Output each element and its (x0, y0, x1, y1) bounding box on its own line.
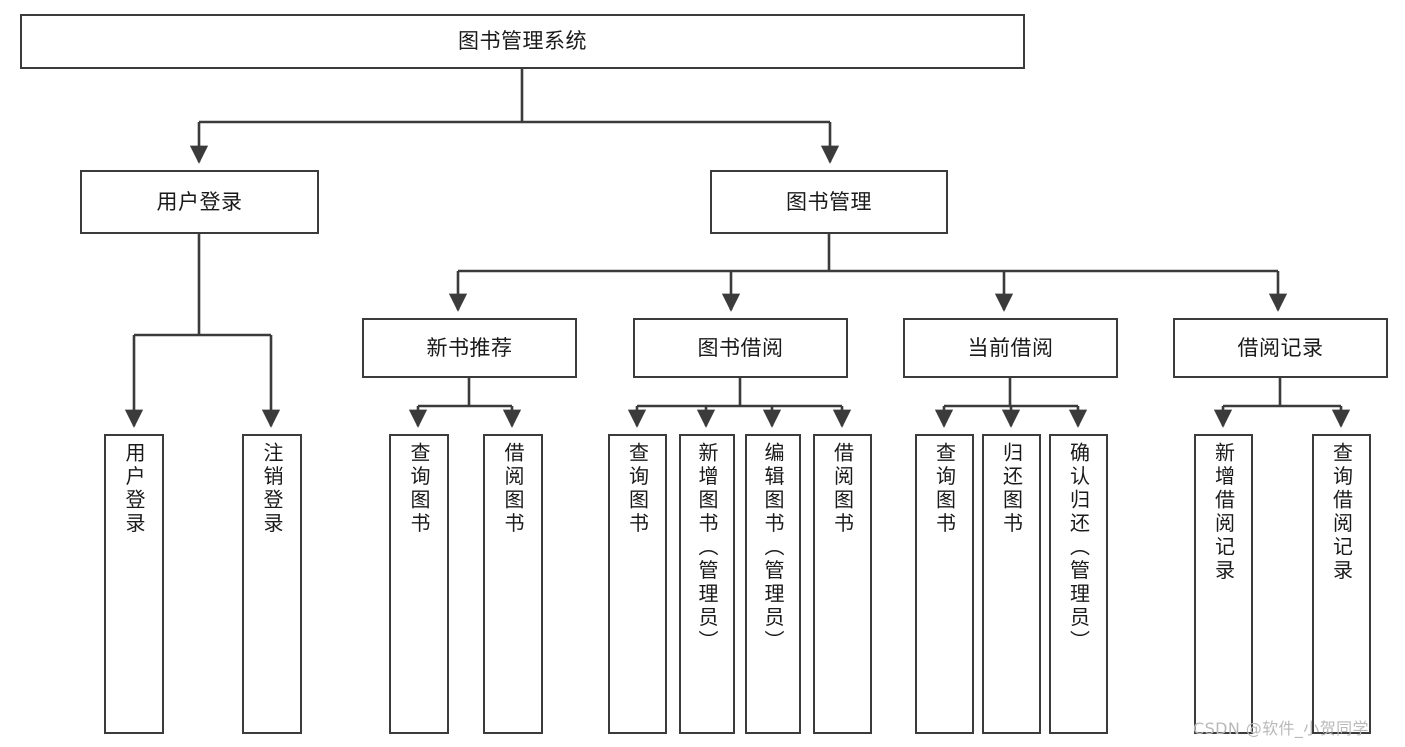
node-label: 查询借阅记录 (1329, 442, 1354, 583)
node-label: 查询图书 (625, 442, 650, 536)
node-label: 查询图书 (932, 442, 957, 536)
leaf-query-book-2[interactable]: 查询图书 (608, 434, 667, 734)
leaf-user-login[interactable]: 用户登录 (104, 434, 164, 734)
node-label: 借阅图书 (830, 442, 855, 536)
node-current-borrow[interactable]: 当前借阅 (903, 318, 1118, 378)
leaf-confirm-return[interactable]: 确认归还（管理员） (1049, 434, 1108, 734)
leaf-add-borrow-record[interactable]: 新增借阅记录 (1194, 434, 1253, 734)
node-label: 归还图书 (999, 442, 1024, 536)
node-book-manage[interactable]: 图书管理 (710, 170, 948, 234)
node-label: 新增图书（管理员） (695, 442, 719, 654)
node-label: 新增借阅记录 (1211, 442, 1236, 583)
leaf-query-borrow-record[interactable]: 查询借阅记录 (1312, 434, 1371, 734)
node-label: 用户登录 (156, 189, 243, 214)
node-root-system[interactable]: 图书管理系统 (20, 14, 1025, 69)
node-label: 新书推荐 (426, 335, 513, 360)
node-new-book-recommend[interactable]: 新书推荐 (362, 318, 577, 378)
node-label: 注销登录 (260, 442, 284, 536)
leaf-query-book-3[interactable]: 查询图书 (915, 434, 974, 734)
leaf-borrow-book-1[interactable]: 借阅图书 (483, 434, 543, 734)
node-label: 确认归还（管理员） (1066, 442, 1091, 654)
node-label: 编辑图书（管理员） (761, 442, 785, 654)
node-label: 图书管理 (786, 189, 872, 214)
leaf-logout-login[interactable]: 注销登录 (242, 434, 302, 734)
leaf-borrow-book-2[interactable]: 借阅图书 (813, 434, 872, 734)
node-label: 查询图书 (407, 442, 431, 536)
node-label: 图书管理系统 (458, 29, 587, 54)
leaf-add-book[interactable]: 新增图书（管理员） (679, 434, 735, 734)
node-label: 借阅图书 (501, 442, 525, 536)
node-label: 借阅记录 (1237, 335, 1324, 360)
node-book-borrow[interactable]: 图书借阅 (633, 318, 848, 378)
leaf-query-book-1[interactable]: 查询图书 (389, 434, 449, 734)
node-label: 当前借阅 (967, 335, 1054, 360)
leaf-edit-book[interactable]: 编辑图书（管理员） (745, 434, 801, 734)
node-label: 图书借阅 (697, 335, 784, 360)
node-label: 用户登录 (122, 442, 146, 536)
leaf-return-book[interactable]: 归还图书 (982, 434, 1041, 734)
node-borrow-record[interactable]: 借阅记录 (1173, 318, 1388, 378)
node-user-login[interactable]: 用户登录 (80, 170, 319, 234)
watermark: CSDN @软件_小贺同学 (1193, 719, 1369, 738)
